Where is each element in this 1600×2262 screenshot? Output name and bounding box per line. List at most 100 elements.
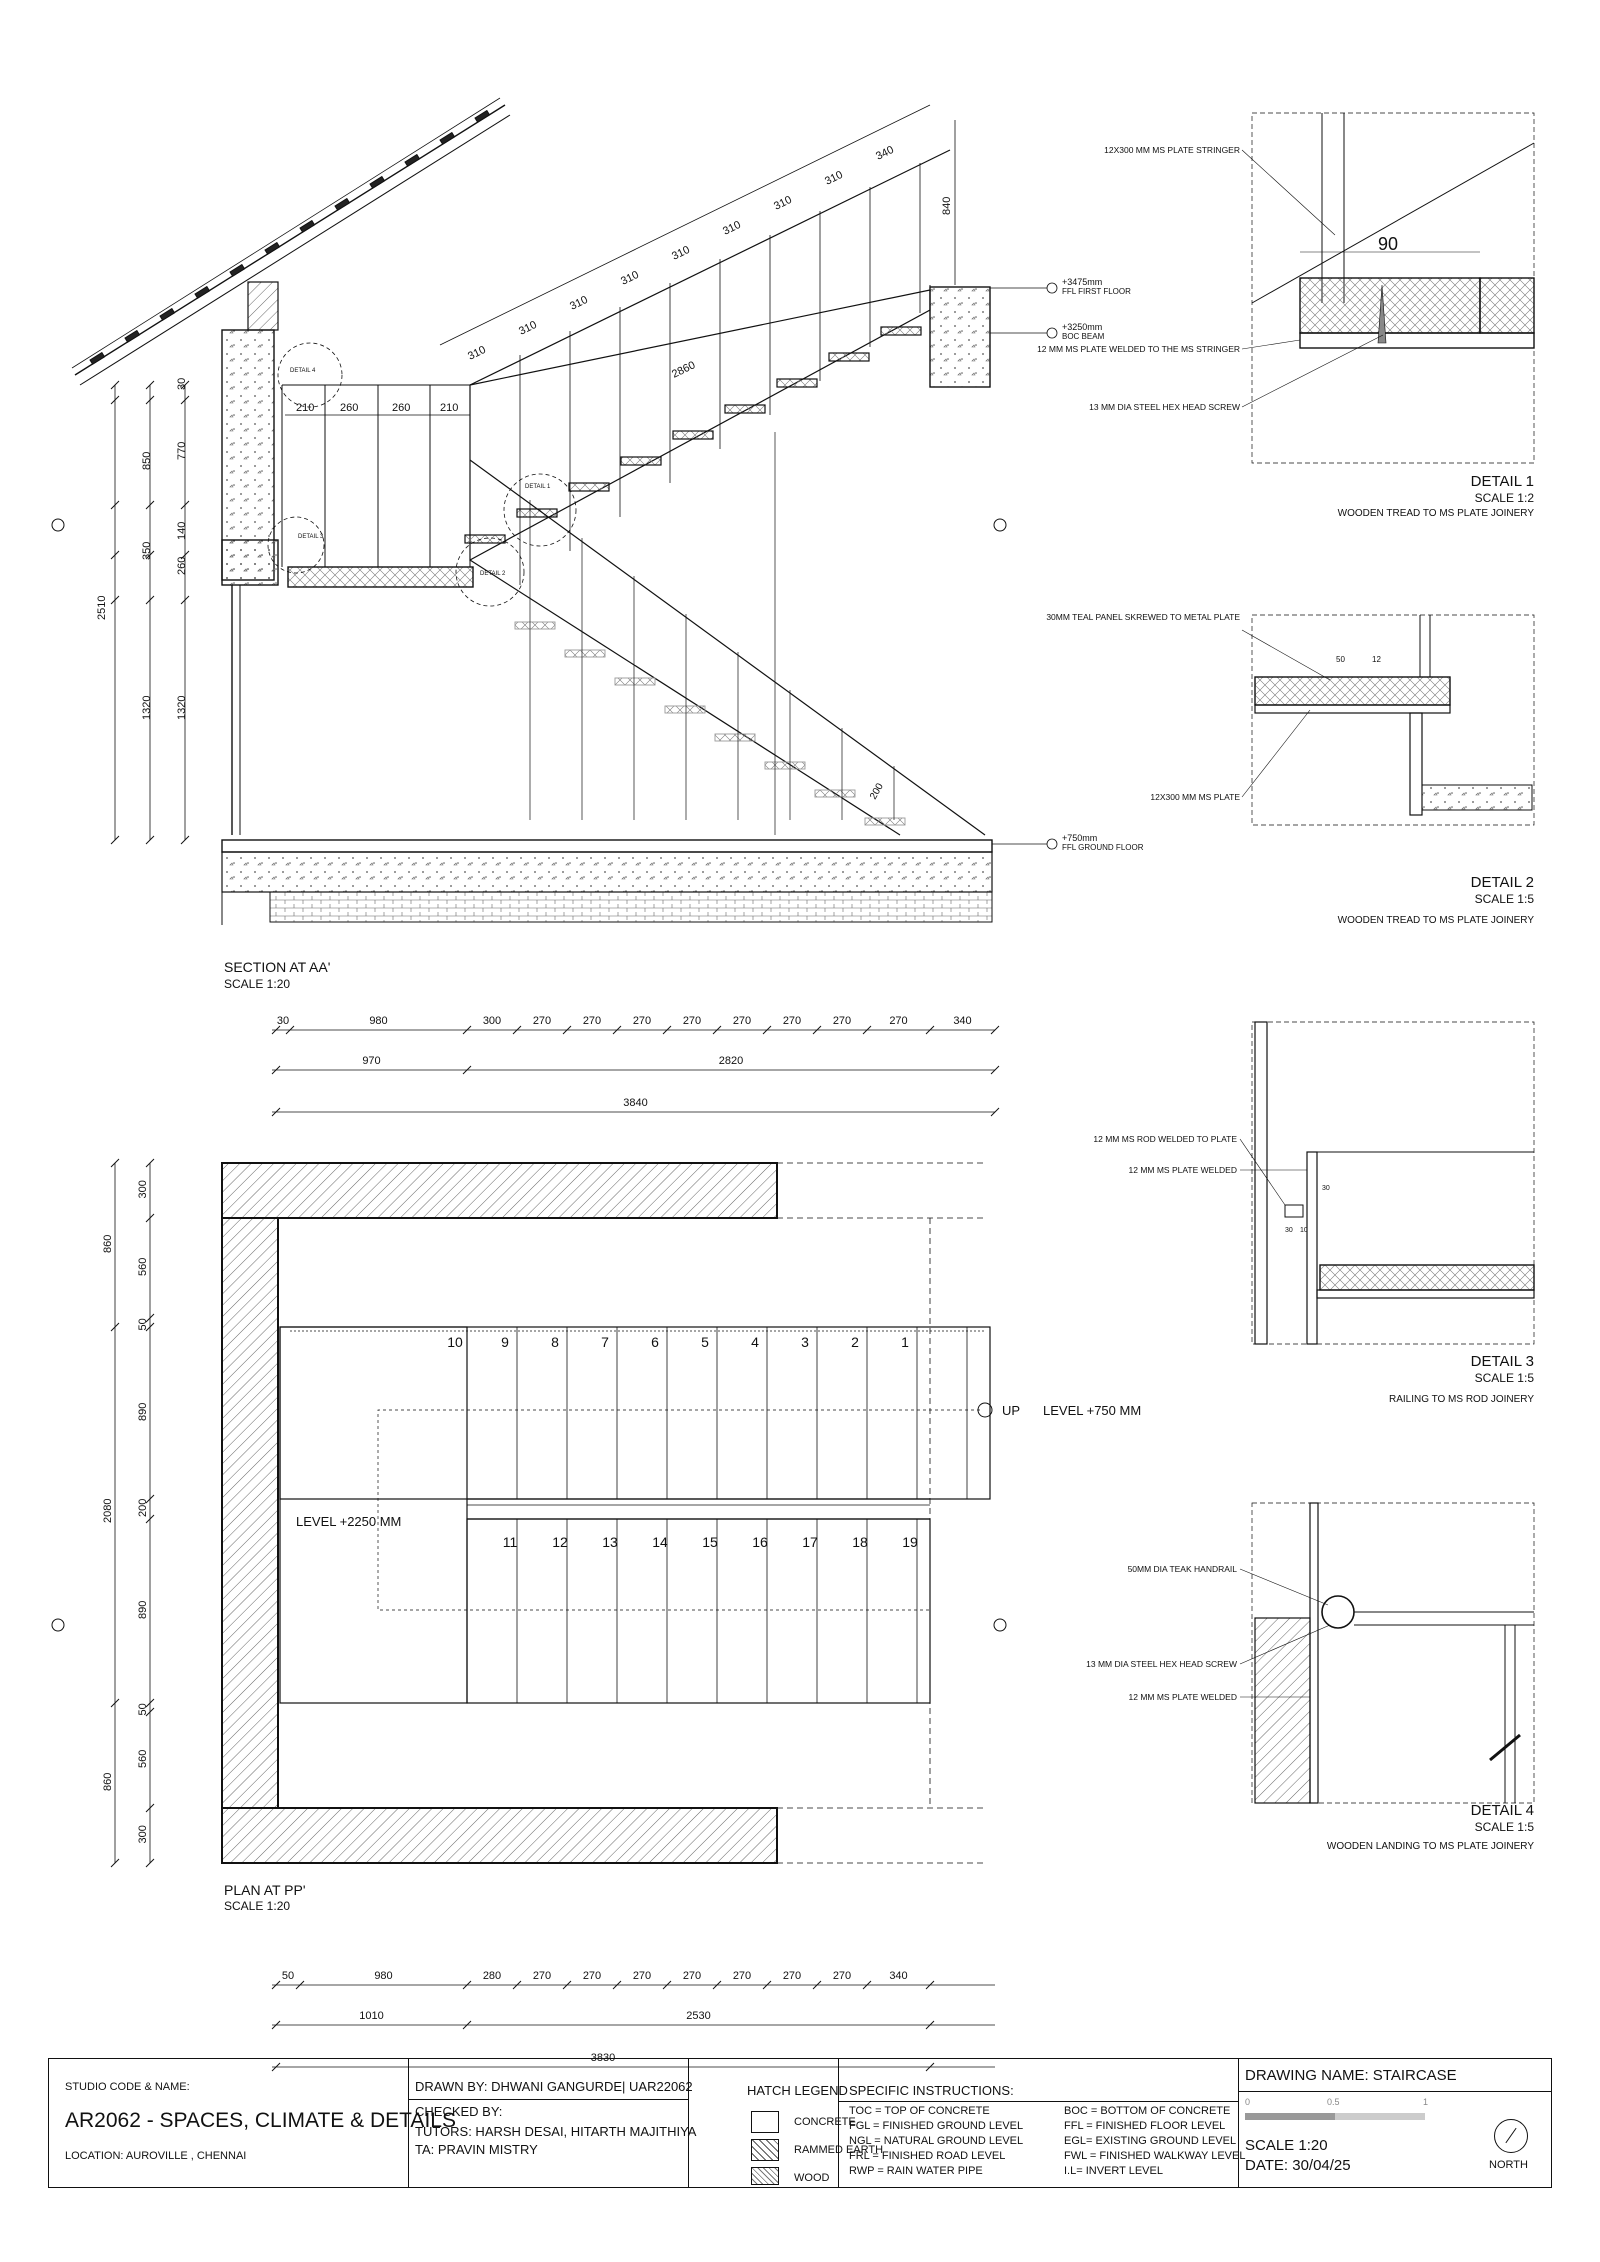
level-up-label: LEVEL +750 MM (1043, 1403, 1141, 1418)
upper-tread (776, 378, 818, 388)
dim-tick (462, 2020, 472, 2030)
flight-total-dim: 2860 (670, 359, 697, 381)
dim-tick (145, 1494, 155, 1504)
upper-step-number: 3 (801, 1334, 809, 1350)
upper-step-number: 9 (501, 1334, 509, 1350)
section-left-dim-inner: 140 (176, 522, 188, 540)
ta: TA: PRAVIN MISTRY (415, 2142, 538, 2157)
plan-dim-label: 270 (633, 1015, 651, 1027)
level-ground-label: FFL GROUND FLOOR (1062, 843, 1144, 852)
detail-1-desc: WOODEN TREAD TO MS PLATE JOINERY (1338, 508, 1535, 519)
plan-dim-label: 270 (633, 1970, 651, 1982)
riser-dim: 200 (868, 781, 886, 801)
level-landing-label: LEVEL +2250 MM (296, 1514, 401, 1529)
section-ground-earth (269, 891, 993, 923)
upper-balusters (519, 163, 921, 585)
detail-1-scale: SCALE 1:2 (1475, 491, 1535, 505)
lower-step-number: 15 (702, 1534, 718, 1550)
dim-tick (110, 380, 120, 390)
roof-tile (124, 329, 141, 343)
lower-tread (764, 761, 806, 770)
drawing-name: DRAWING NAME: STAIRCASE (1245, 2067, 1457, 2084)
dim-tick (990, 1107, 1000, 1117)
location: LOCATION: AUROVILLE , CHENNAI (65, 2150, 247, 2162)
plan-dim-label: 270 (783, 1015, 801, 1027)
checked-by: CHECKED BY: (415, 2104, 503, 2119)
upper-step-number: 4 (751, 1334, 759, 1350)
detail-1 (1251, 112, 1535, 464)
detail-leaders (1239, 149, 1384, 1698)
plan-left-dim-outer: 860 (102, 1773, 114, 1791)
plan-wall-bottom (221, 1807, 778, 1864)
roof-tile (264, 241, 281, 255)
lower-step-number: 17 (802, 1534, 818, 1550)
plan-dim-label: 50 (282, 1970, 294, 1982)
dim-tick (285, 1025, 295, 1035)
instr-ffl: FFL = FINISHED FLOOR LEVEL (1064, 2120, 1226, 2132)
plan-dim-label: 270 (683, 1970, 701, 1982)
section-text: SECTION AT AA' SCALE 1:20 85035013203077… (96, 144, 1144, 991)
detail-1-dim: 90 (1378, 234, 1398, 254)
dim-tick (271, 1065, 281, 1075)
detail-3-note-2: 12 MM MS PLATE WELDED (1129, 1165, 1237, 1175)
plan-drawing (51, 1162, 1007, 1864)
roof-tiles (89, 109, 491, 365)
dim-tick (462, 1980, 472, 1990)
plan-left-dim-outer: 2080 (102, 1499, 114, 1523)
section-left-dim-inner: 770 (176, 442, 188, 460)
plan-left-dim-inner: 890 (137, 1403, 149, 1421)
hatch-rammed-earth: RAMMED EARTH (794, 2144, 884, 2156)
flight-dim: 310 (772, 194, 794, 213)
dim-tick (762, 1980, 772, 1990)
tb-credits-cell: DRAWN BY: DHWANI GANGURDE| UAR22062 CHEC… (409, 2059, 696, 2187)
dim-tick (110, 1322, 120, 1332)
drawing-scale: SCALE 1:20 (1245, 2137, 1328, 2154)
section-left-dim-outer: 1320 (141, 696, 153, 720)
detail-2-note-2: 12X300 MM MS PLATE (1150, 792, 1240, 802)
roof-tile (474, 109, 491, 123)
dim-tick (812, 1025, 822, 1035)
detail-4-note-2: 13 MM DIA STEEL HEX HEAD SCREW (1086, 1659, 1237, 1669)
level-markers (990, 282, 1058, 850)
tb-drawing-cell: DRAWING NAME: STAIRCASE 0 0.5 1 SCALE 1:… (1239, 2059, 1551, 2187)
dim-tick (662, 1025, 672, 1035)
walk-line (377, 1409, 980, 1611)
detail-3 (1251, 1021, 1535, 1345)
dim-tick (180, 550, 190, 560)
lower-tread (714, 733, 756, 742)
plan-wall-left (221, 1217, 279, 1809)
detail-3-dim-2: 10 (1300, 1227, 1308, 1234)
rammed-earth-swatch (751, 2139, 779, 2161)
dim-tick (812, 1980, 822, 1990)
dim-tick (180, 380, 190, 390)
dim-tick (862, 1025, 872, 1035)
section-left-dim-inner: 30 (176, 378, 188, 390)
roof (71, 97, 511, 386)
rail-height-dim: 840 (941, 197, 953, 215)
lower-step-number: 13 (602, 1534, 618, 1550)
dim-tick (110, 395, 120, 405)
roof-tile (229, 263, 246, 277)
lower-tread (814, 789, 856, 798)
dim-tick (110, 595, 120, 605)
studio-label: STUDIO CODE & NAME: (65, 2081, 190, 2093)
section-landing-slab (287, 566, 474, 588)
dim-tick (271, 1025, 281, 1035)
flight-dim: 340 (874, 144, 896, 163)
tb-hatch-cell: HATCH LEGEND CONCRETE RAMMED EARTH WOOD (689, 2059, 883, 2187)
dim-tick (145, 500, 155, 510)
detail-4-note-1: 50MM DIA TEAK HANDRAIL (1128, 1564, 1238, 1574)
drawing-date: DATE: 30/04/25 (1245, 2157, 1351, 2174)
upper-step-number: 7 (601, 1334, 609, 1350)
section-ground-slab (221, 839, 993, 853)
dim-tick (562, 1980, 572, 1990)
lower-step-number: 14 (652, 1534, 668, 1550)
level-ffl-first-label: FFL FIRST FLOOR (1062, 287, 1131, 296)
plan-dim-label: 270 (833, 1970, 851, 1982)
title-block: STUDIO CODE & NAME: AR2062 - SPACES, CLI… (48, 2058, 1552, 2188)
dim-tick (180, 395, 190, 405)
lower-step-number: 12 (552, 1534, 568, 1550)
lower-tread (514, 621, 556, 630)
